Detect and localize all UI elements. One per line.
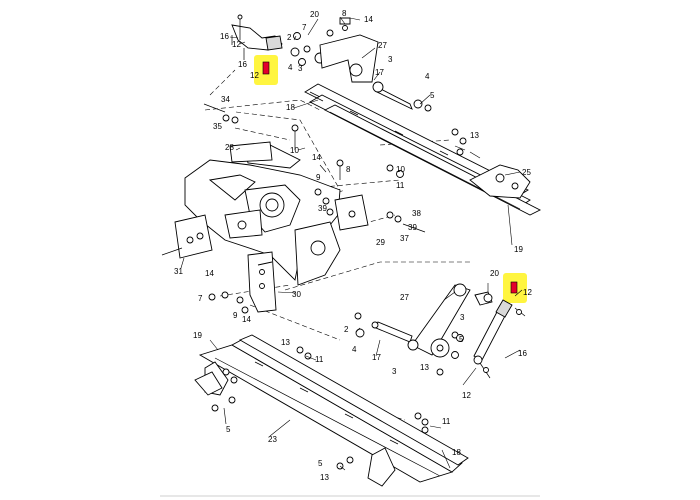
bracket-30 bbox=[208, 251, 277, 314]
part-label: 29 bbox=[376, 238, 385, 247]
part-label: 4 bbox=[352, 345, 357, 354]
part-label: 13 bbox=[281, 338, 290, 347]
part-label: 20 bbox=[310, 10, 319, 19]
part-label: 11 bbox=[396, 181, 405, 190]
part-label: 23 bbox=[268, 435, 277, 444]
part-label: 14 bbox=[242, 315, 251, 324]
lower-link-assembly bbox=[354, 283, 526, 379]
part-label: 4 bbox=[288, 63, 293, 72]
part-label: 13 bbox=[470, 131, 479, 140]
upper-hinge-assembly bbox=[231, 14, 432, 112]
part-label: 12 bbox=[250, 71, 259, 80]
part-label: 39 bbox=[408, 223, 417, 232]
part-label: 14 bbox=[364, 15, 373, 24]
part-label: 35 bbox=[213, 122, 222, 131]
part-label: 18 bbox=[452, 448, 461, 457]
part-label: 3 bbox=[392, 367, 397, 376]
part-label: 5 bbox=[430, 91, 435, 100]
part-label: 8 bbox=[342, 9, 347, 18]
part-labels: 20 8 14 16 12 2 7 16 12 4 3 27 17 3 4 5 … bbox=[174, 9, 532, 482]
part-label: 3 bbox=[460, 313, 465, 322]
part-label: 12 bbox=[232, 40, 241, 49]
part-label: 30 bbox=[292, 290, 301, 299]
part-label: 14 bbox=[205, 269, 214, 278]
part-label: 12 bbox=[523, 288, 532, 297]
upper-rail-assembly bbox=[304, 83, 541, 216]
part-label: 20 bbox=[490, 269, 499, 278]
part-label: 5 bbox=[459, 335, 464, 344]
part-label: 7 bbox=[198, 294, 203, 303]
part-label: 16 bbox=[518, 349, 527, 358]
part-label: 27 bbox=[400, 293, 409, 302]
part-label: 2 bbox=[287, 33, 292, 42]
part-label: 17 bbox=[375, 68, 384, 77]
part-label: 39 bbox=[318, 204, 327, 213]
part-label: 37 bbox=[400, 234, 409, 243]
part-label: 18 bbox=[286, 103, 295, 112]
leader-lines bbox=[180, 16, 523, 471]
part-label: 27 bbox=[378, 41, 387, 50]
part-label: 28 bbox=[225, 143, 234, 152]
part-label: 11 bbox=[315, 355, 324, 364]
part-label: 25 bbox=[522, 168, 531, 177]
part-label: 11 bbox=[442, 417, 451, 426]
part-label: 2 bbox=[344, 325, 349, 334]
part-label: 9 bbox=[316, 173, 321, 182]
part-label: 19 bbox=[193, 331, 202, 340]
part-label: 14 bbox=[312, 153, 321, 162]
part-label: 16 bbox=[238, 60, 247, 69]
part-label: 10 bbox=[396, 165, 405, 174]
part-label: 16 bbox=[220, 32, 229, 41]
part-label: 10 bbox=[290, 146, 299, 155]
part-label: 38 bbox=[412, 209, 421, 218]
highlight-callout-upper[interactable] bbox=[254, 55, 278, 85]
part-label: 12 bbox=[462, 391, 471, 400]
part-label: 4 bbox=[425, 72, 430, 81]
main-frame-assembly bbox=[161, 103, 426, 286]
part-label: 8 bbox=[346, 165, 351, 174]
part-label: 13 bbox=[320, 473, 329, 482]
part-label: 9 bbox=[233, 311, 238, 320]
part-label: 17 bbox=[372, 353, 381, 362]
part-label: 34 bbox=[221, 95, 230, 104]
part-label: 5 bbox=[226, 425, 231, 434]
highlight-callout-lower[interactable] bbox=[503, 273, 527, 303]
lower-rail-assembly bbox=[194, 334, 469, 487]
part-label: 13 bbox=[420, 363, 429, 372]
part-label: 7 bbox=[302, 23, 307, 32]
part-label: 3 bbox=[298, 64, 303, 73]
part-label: 3 bbox=[388, 55, 393, 64]
part-label: 19 bbox=[514, 245, 523, 254]
part-label: 5 bbox=[318, 459, 323, 468]
part-label: 31 bbox=[174, 267, 183, 276]
